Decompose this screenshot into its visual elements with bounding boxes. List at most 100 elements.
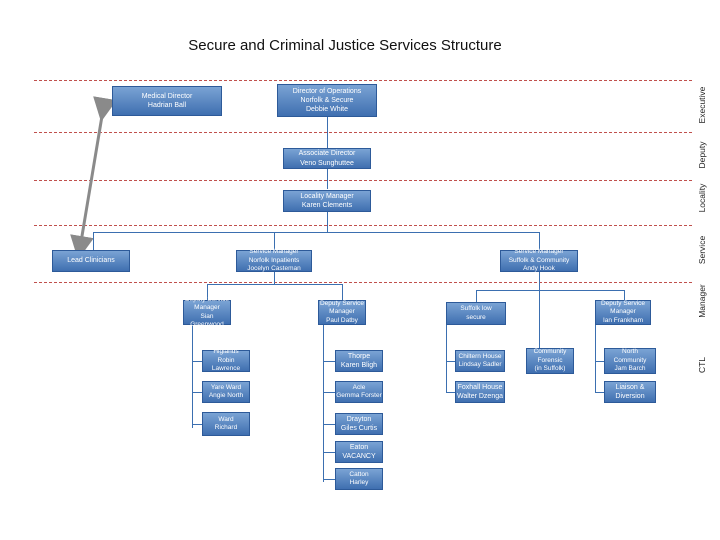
role-label: Service Manager xyxy=(514,248,564,256)
role-sublabel: Suffolk & Community xyxy=(508,256,570,264)
person-name: Harley xyxy=(349,479,369,486)
person-name: Paul Datby xyxy=(326,316,358,324)
community-forensic-box: Community Forensic (in Suffolk) xyxy=(526,348,574,374)
unit-label: Liaison & xyxy=(615,383,645,391)
medical-director-box: Medical Director Hadrian Ball xyxy=(112,86,222,116)
person-name: Karen Bligh xyxy=(340,362,378,369)
role-label: Locality Manager xyxy=(300,192,354,200)
ward-box-thorpe: Thorpe Karen Bligh xyxy=(335,350,383,372)
person-name: Andy Hook xyxy=(523,265,555,273)
connector-line xyxy=(595,325,596,393)
connector-line xyxy=(446,325,447,393)
connector-line xyxy=(539,290,540,348)
person-name: Sian Greenwood xyxy=(190,312,224,328)
role-label: Lead Clinicians xyxy=(67,257,115,265)
person-name: Robin Lawrence xyxy=(211,356,241,373)
ward-box-eaton: Eaton VACANCY xyxy=(335,441,383,463)
ward-box-foxhall: Foxhall House Walter Dzenga xyxy=(455,381,505,403)
connector-line xyxy=(192,325,193,428)
role-sublabel: Norfolk & Secure xyxy=(300,96,354,104)
role-label: Director of Operations xyxy=(292,87,362,95)
unit-sublabel: secure xyxy=(466,313,486,321)
connector-line xyxy=(342,284,343,300)
locality-manager-box: Locality Manager Karen Clements xyxy=(283,190,371,212)
unit-sublabel: (in Suffolk) xyxy=(534,365,566,373)
person-name: Walter Dzenga xyxy=(456,393,504,400)
connector-line xyxy=(323,361,335,362)
north-community-box: North Community Jam Barch xyxy=(604,348,656,374)
person-name: Ian Frankham xyxy=(602,316,644,324)
connector-line xyxy=(274,272,275,284)
connector-line xyxy=(323,424,335,425)
ward-box-yare: Yare Ward Angie North xyxy=(202,381,250,403)
person-name: Gemma Forster xyxy=(336,392,382,399)
role-label: Deputy Service xyxy=(600,299,646,307)
role-label: Deputy Service xyxy=(319,299,365,307)
ward-name: Catton xyxy=(349,470,369,478)
connector-line xyxy=(93,232,539,233)
ward-box-drayton: Drayton Giles Curtis xyxy=(335,413,383,435)
page-title: Secure and Criminal Justice Services Str… xyxy=(188,37,502,54)
connector-line xyxy=(207,284,208,300)
role-label: Associate Director xyxy=(298,150,356,158)
band-divider xyxy=(34,132,692,133)
unit-sublabel: Forensic xyxy=(537,356,563,364)
liaison-diversion-box: Liaison & Diversion xyxy=(604,381,656,403)
ward-box-catton: Catton Harley xyxy=(335,468,383,490)
ward-name: Eaton xyxy=(349,443,369,451)
connector-line xyxy=(323,479,335,480)
ward-name: Thorpe xyxy=(347,352,371,360)
person-name: Karen Clements xyxy=(301,202,353,209)
role-sublabel: Manager xyxy=(194,304,220,312)
connector-line xyxy=(446,392,455,393)
band-divider xyxy=(34,225,692,226)
connector-line xyxy=(327,116,328,149)
unit-label: North xyxy=(622,348,638,356)
deputy-service-manager-box: Deputy Service Manager Sian Greenwood xyxy=(183,296,231,328)
person-name: Jam Barch xyxy=(614,365,646,373)
ward-name: Yare Ward xyxy=(210,383,242,391)
connector-line xyxy=(595,392,604,393)
band-divider xyxy=(34,80,692,81)
ward-name: Drayton xyxy=(346,415,372,423)
connector-line xyxy=(192,361,202,362)
unit-sublabel: Community xyxy=(613,356,647,364)
person-name: Hadrian Ball xyxy=(147,102,187,109)
role-label: Medical Director xyxy=(141,92,193,100)
role-sublabel: Manager xyxy=(329,308,355,316)
connector-line xyxy=(192,424,202,425)
connector-line xyxy=(476,290,477,302)
person-name: Richard xyxy=(214,424,238,431)
unit-label: Suffolk low xyxy=(460,305,492,313)
ward-name: Ward xyxy=(218,415,234,423)
ward-box-chiltern: Chiltern House Lindsay Sadler xyxy=(455,350,505,372)
ward-name: Acle xyxy=(352,383,366,391)
role-sublabel: Norfolk Inpatients xyxy=(248,256,300,264)
person-name: VACANCY xyxy=(342,453,376,460)
person-name: Veno Sunghuttee xyxy=(300,159,354,167)
lead-clinicians-box: Lead Clinicians xyxy=(52,250,130,272)
connector-line xyxy=(539,272,540,290)
ward-name: Higlands xyxy=(213,348,239,356)
connector-line xyxy=(274,232,275,250)
band-divider xyxy=(34,180,692,181)
person-name: Giles Curtis xyxy=(340,425,378,432)
connector-line xyxy=(446,361,455,362)
ward-name: Chiltern House xyxy=(458,352,502,360)
person-name: Angie North xyxy=(208,392,244,399)
director-of-operations-box: Director of Operations Norfolk & Secure … xyxy=(277,84,377,117)
service-manager-suffolk-box: Service Manager Suffolk & Community Andy… xyxy=(500,248,578,273)
connector-line xyxy=(323,325,324,482)
associate-director-box: Associate Director Veno Sunghuttee xyxy=(283,148,371,169)
suffolk-low-secure-box: Suffolk low secure xyxy=(446,302,506,325)
ward-box-acle: Acle Gemma Forster xyxy=(335,381,383,403)
connector-line xyxy=(323,392,335,393)
connector-line xyxy=(327,168,328,189)
connector-line xyxy=(595,361,604,362)
person-name: Debbie White xyxy=(305,106,349,114)
unit-sublabel: Diversion xyxy=(615,393,645,400)
connector-line xyxy=(323,452,335,453)
connector-line xyxy=(192,392,202,393)
connector-line xyxy=(93,232,94,250)
